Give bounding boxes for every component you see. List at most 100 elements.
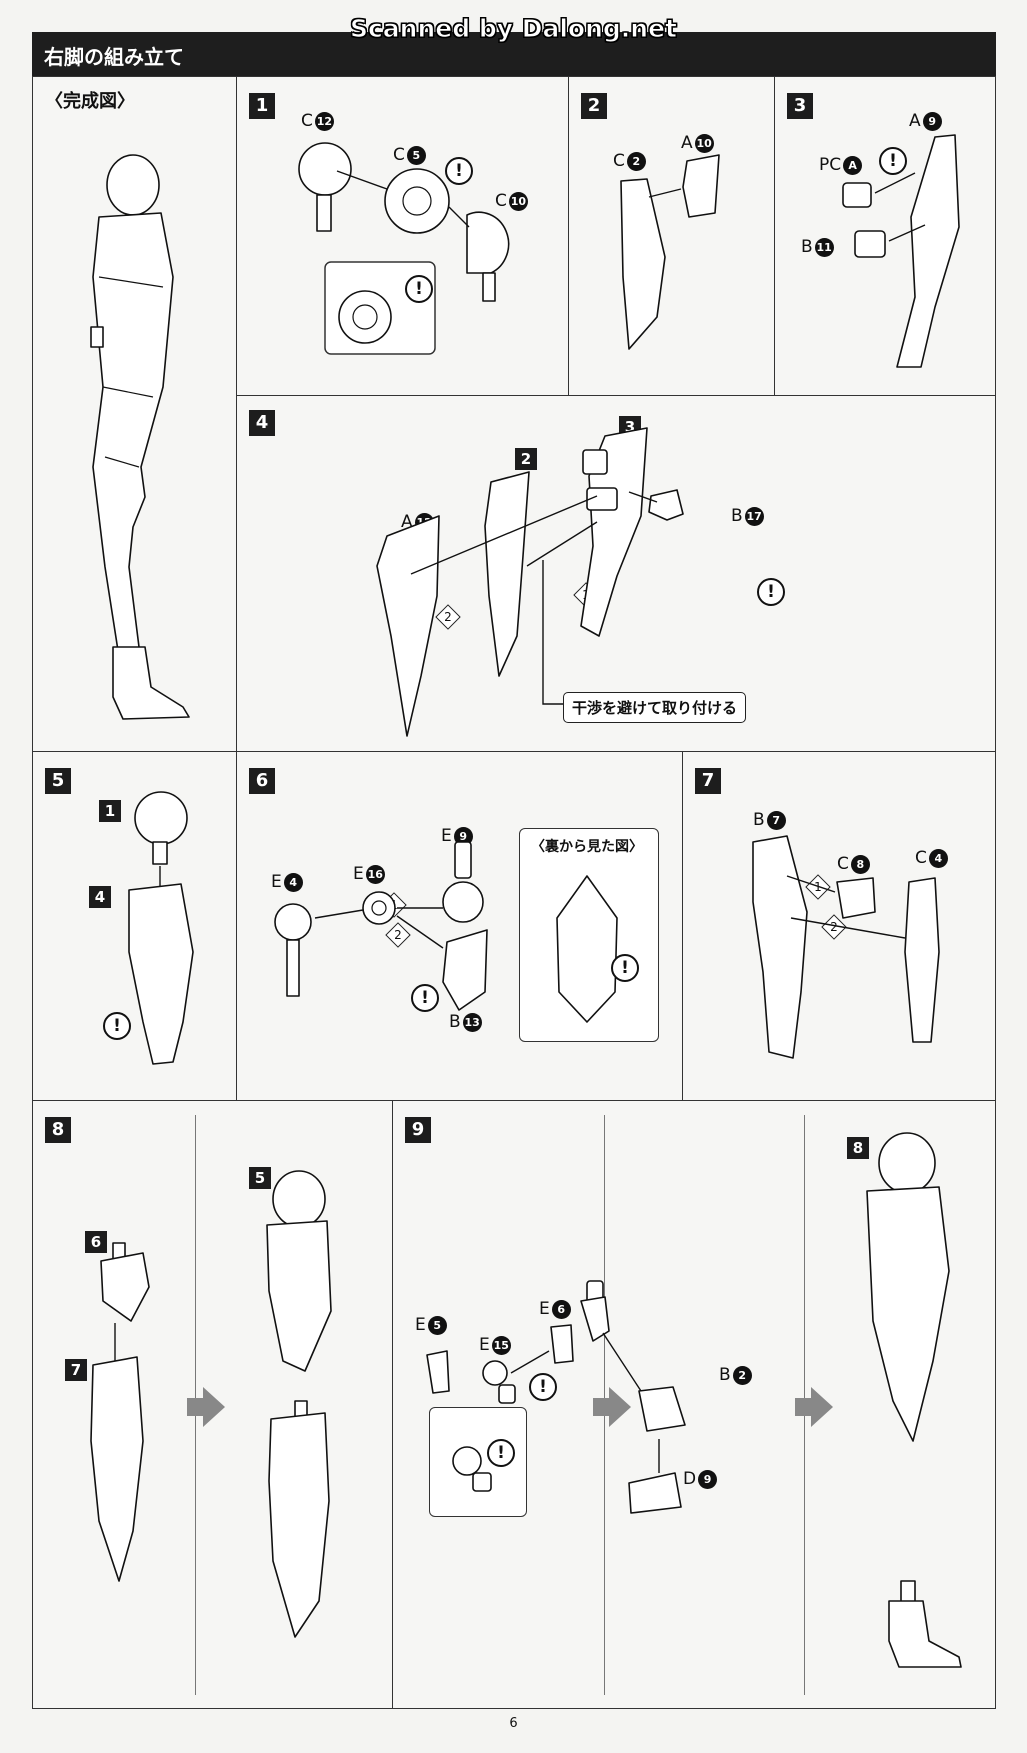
warning-icon: ! bbox=[405, 275, 433, 303]
page-number: 6 bbox=[509, 1716, 518, 1731]
part-c4-letter: C bbox=[915, 848, 927, 868]
step-5-illustration bbox=[128, 791, 194, 1065]
completion-panel: 〈完成図〉 bbox=[32, 76, 237, 752]
completion-label: 〈完成図〉 bbox=[45, 91, 135, 112]
part-e15-number: 15 bbox=[491, 1335, 511, 1355]
part-c8-number: 8 bbox=[850, 854, 870, 874]
step-8-panel: 8 6 7 5 bbox=[32, 1100, 393, 1709]
part-e6-letter: E bbox=[539, 1299, 550, 1319]
part-b17-number: 17 bbox=[744, 506, 764, 526]
part-e6-number: 6 bbox=[551, 1299, 571, 1319]
part-a10-letter: A bbox=[681, 133, 693, 153]
part-pca-number: A bbox=[843, 155, 863, 175]
warning-icon: ! bbox=[529, 1373, 557, 1401]
part-b2-number: 2 bbox=[732, 1365, 752, 1385]
part-c8-letter: C bbox=[837, 854, 849, 874]
part-b13-number: 13 bbox=[462, 1012, 482, 1032]
part-c5-number: 5 bbox=[406, 145, 426, 165]
step-6-number: 6 bbox=[249, 768, 275, 794]
step-8-number: 8 bbox=[45, 1117, 71, 1143]
part-b2-letter: B bbox=[719, 1365, 731, 1385]
part-b7-number: 7 bbox=[766, 810, 786, 830]
part-c10-number: 10 bbox=[508, 191, 528, 211]
part-e16-letter: E bbox=[353, 864, 364, 884]
part-e5-number: 5 bbox=[427, 1315, 447, 1335]
warning-icon: ! bbox=[445, 157, 473, 185]
section-header: 右脚の組み立て bbox=[32, 32, 996, 76]
step-3-illustration bbox=[842, 134, 960, 368]
part-a12-letter: A bbox=[401, 512, 413, 532]
ref-step-7: 7 bbox=[65, 1359, 87, 1381]
next-arrow-icon bbox=[593, 1387, 631, 1427]
part-c12-number: 12 bbox=[314, 111, 334, 131]
ref-step-8: 8 bbox=[847, 1137, 869, 1159]
part-b7-letter: B bbox=[753, 810, 765, 830]
step-6-panel: 6 E4 E16 E9 B13 1 2 ! 〈裏から見た図〉 ! bbox=[236, 751, 683, 1101]
step-9-number: 9 bbox=[405, 1117, 431, 1143]
step-4-panel: 4 2 3 A12 B17 ! 1 2 干渉を避けて取り付ける bbox=[236, 395, 996, 752]
interference-note: 干渉を避けて取り付ける bbox=[563, 692, 747, 723]
part-e16-number: 16 bbox=[365, 864, 385, 884]
ref-step-6: 6 bbox=[85, 1231, 107, 1253]
warning-icon: ! bbox=[103, 1012, 131, 1040]
step-4-number: 4 bbox=[249, 410, 275, 436]
step-1-number: 1 bbox=[249, 93, 275, 119]
part-b17-letter: B bbox=[731, 506, 743, 526]
part-e4-number: 4 bbox=[283, 872, 303, 892]
step-2-illustration bbox=[620, 154, 720, 350]
section-title: 右脚の組み立て bbox=[44, 45, 184, 69]
part-a9-number: 9 bbox=[922, 111, 942, 131]
part-c10-letter: C bbox=[495, 191, 507, 211]
warning-icon: ! bbox=[611, 954, 639, 982]
watermark: Scanned by Dalong.net bbox=[349, 14, 677, 44]
next-arrow-icon bbox=[795, 1387, 833, 1427]
part-e15-letter: E bbox=[479, 1335, 490, 1355]
part-b11-number: 11 bbox=[814, 237, 834, 257]
warning-icon: ! bbox=[411, 984, 439, 1012]
next-arrow-icon bbox=[187, 1387, 225, 1427]
part-c5-letter: C bbox=[393, 145, 405, 165]
step-7-number: 7 bbox=[695, 768, 721, 794]
part-a9-letter: A bbox=[909, 111, 921, 131]
step-4-illustration bbox=[376, 427, 684, 737]
step-2-number: 2 bbox=[581, 93, 607, 119]
warning-icon: ! bbox=[757, 578, 785, 606]
part-a10-number: 10 bbox=[694, 133, 714, 153]
step-5-number: 5 bbox=[45, 768, 71, 794]
part-b13-letter: B bbox=[449, 1012, 461, 1032]
step-9-illustration bbox=[426, 1132, 962, 1668]
part-pca-letter: PC bbox=[819, 155, 842, 175]
part-c4-number: 4 bbox=[928, 848, 948, 868]
part-e4-letter: E bbox=[271, 872, 282, 892]
step-6-illustration bbox=[274, 841, 618, 1023]
part-b11-letter: B bbox=[801, 237, 813, 257]
part-c2-number: 2 bbox=[626, 151, 646, 171]
warning-icon: ! bbox=[879, 147, 907, 175]
part-e5-letter: E bbox=[415, 1315, 426, 1335]
step-3-number: 3 bbox=[787, 93, 813, 119]
